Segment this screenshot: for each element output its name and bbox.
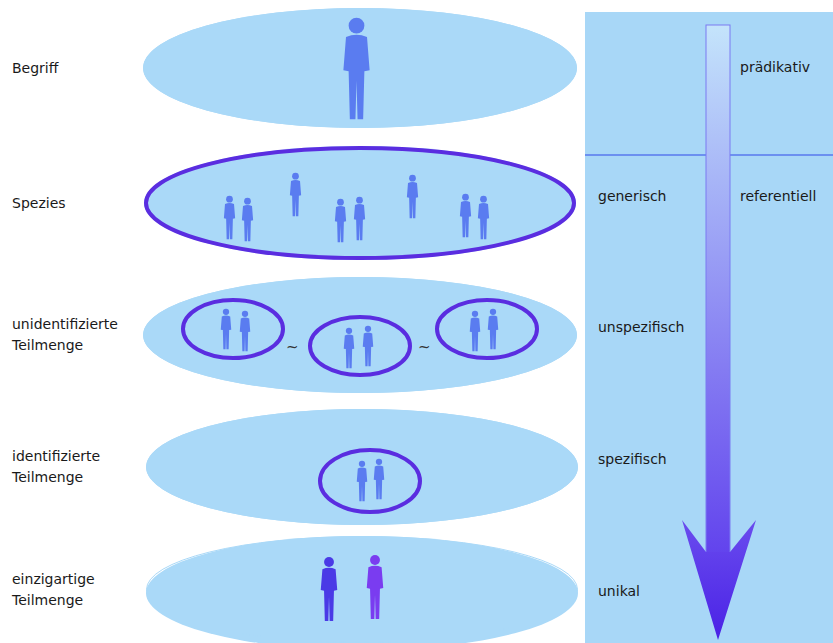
scale-panel: prädikativ generisch referentiell unspezifi…: [585, 12, 833, 643]
person-silhouette: [357, 461, 368, 502]
level-label: Spezies: [12, 193, 137, 214]
similarity-sign: ~: [286, 338, 299, 358]
level-ellipse-border: [144, 278, 577, 393]
person-silhouette: [354, 197, 365, 241]
level-label: identifizierte Teilmenge: [12, 446, 137, 488]
reference-term: generisch: [598, 186, 667, 207]
level-ellipse: einzigartige Teilmenge: [146, 536, 578, 643]
species-ellipse-outline: [144, 146, 576, 260]
level-ellipse: identifizierte Teilmenge: [146, 409, 578, 525]
reference-term: prädikativ: [740, 57, 810, 78]
level-ellipse: [146, 409, 578, 525]
person-silhouette: [335, 199, 346, 243]
arrow-shaft: [706, 25, 730, 597]
person-silhouette: [367, 555, 384, 619]
level-label: unidentifizierte Teilmenge: [12, 314, 137, 356]
person-silhouette: [407, 175, 418, 219]
subset-ellipse: [183, 300, 283, 358]
person-silhouette: [321, 557, 338, 621]
species-ellipse-border: [146, 148, 574, 258]
person-silhouette: [470, 311, 481, 352]
person-silhouette: [478, 196, 489, 240]
similarity-sign: ~: [418, 338, 431, 358]
person-silhouette: [224, 196, 235, 240]
level-ellipse: [143, 277, 577, 393]
reference-term: unikal: [598, 581, 640, 602]
person-silhouette: [290, 173, 301, 217]
reference-term: referentiell: [740, 186, 816, 207]
level-ellipse-border: [144, 9, 577, 128]
scale-panel: [585, 12, 833, 643]
person-silhouette: [363, 326, 374, 367]
subset-ellipse: [320, 450, 420, 512]
level-ellipses: [143, 8, 578, 643]
level-ellipse-outline: [146, 409, 578, 525]
person-silhouette: [488, 309, 499, 350]
person-silhouette: [343, 18, 369, 120]
level-ellipse-outline: [143, 8, 577, 128]
level-ellipse-outline: [143, 277, 577, 393]
species-ellipse: Spezies: [144, 146, 576, 260]
person-silhouette: [240, 311, 251, 352]
level-ellipse: [143, 8, 577, 128]
level-ellipse-border: [147, 537, 578, 643]
arrow-head: [682, 520, 756, 640]
level-label: einzigartige Teilmenge: [12, 569, 137, 611]
level-ellipse: [146, 536, 578, 643]
level-ellipse-outline: [146, 536, 578, 643]
reference-term: spezifisch: [598, 449, 667, 470]
subset-ellipse: [437, 300, 537, 358]
person-silhouette: [242, 198, 253, 242]
level-label: Begriff: [12, 58, 137, 79]
level-ellipse: unidentifizierte Teilmenge: [143, 277, 577, 393]
person-silhouette: [344, 328, 355, 369]
scale-panel-border: [585, 12, 833, 643]
level-ellipse: Begriff: [143, 8, 577, 128]
person-silhouette: [460, 194, 471, 238]
reference-term: unspezifisch: [598, 317, 684, 338]
level-ellipse-border: [147, 410, 578, 525]
subset-ellipse: [310, 317, 410, 375]
person-silhouette: [221, 309, 232, 350]
subset-ellipses: [183, 300, 537, 512]
level-ellipse: [144, 146, 576, 260]
person-silhouette: [374, 459, 385, 500]
